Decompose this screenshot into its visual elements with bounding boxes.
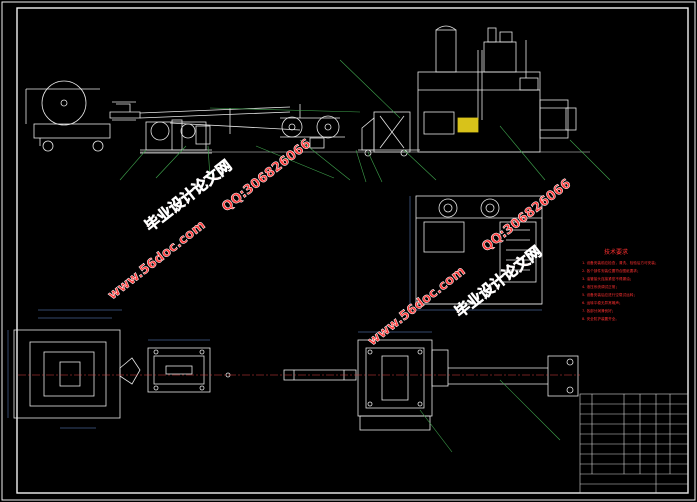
roller-stand-plan (147, 339, 211, 393)
station-plan (357, 331, 449, 431)
elevation-view (25, 25, 590, 157)
note-line: 3. 油管接头连接紧密不得漏油； (582, 276, 633, 281)
note-line: 1. 设备安装前应检查，清洗、检验后方可安装； (582, 260, 658, 265)
note-line: 4. 液压系统调试正常； (582, 284, 619, 289)
watermark-text: QQ:306826066 (219, 136, 314, 215)
roller-stand-1 (140, 119, 212, 154)
watermarks: 毕业设计论文网 www.56doc.com QQ:306826066 www.5… (105, 136, 574, 349)
coil-car (25, 80, 141, 152)
notes-title: 技术要求 (604, 248, 628, 256)
note-line: 7. 各部分润滑良好； (582, 308, 615, 313)
leader-lines-top (119, 59, 611, 183)
output-table-plan (448, 355, 579, 397)
coil-car-plan (7, 309, 141, 429)
hydraulic-side-view (409, 195, 543, 311)
plan-view (7, 309, 579, 431)
note-line: 6. 运转平稳无异常噪声； (582, 300, 623, 305)
title-block (579, 393, 689, 494)
note-line: 5. 设备安装后应进行空载试运转； (582, 292, 637, 297)
shear-block (358, 111, 420, 157)
watermark-text: 毕业设计论文网 (141, 156, 235, 235)
technical-notes: 技术要求 1. 设备安装前应检查，清洗、检验后方可安装； 2. 各个部件安装位置… (582, 248, 658, 321)
note-line: 8. 安全防护装置齐全。 (582, 316, 619, 321)
drive-shaft (139, 106, 301, 134)
yellow-valve (457, 117, 479, 133)
note-line: 2. 各个部件安装位置符合图纸要求； (582, 268, 640, 273)
hydraulic-station (417, 25, 577, 153)
leader-lines-bottom (419, 379, 561, 453)
pinch-rollers (280, 104, 345, 149)
watermark-text: QQ:306826066 (479, 176, 574, 255)
